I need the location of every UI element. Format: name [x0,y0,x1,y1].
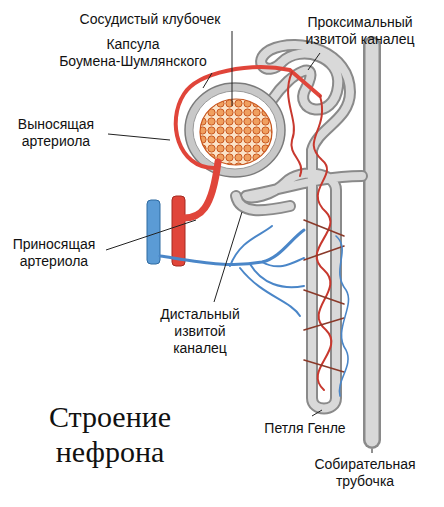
part-label: Приносящая артериола [2,236,106,270]
diagram-title: Строение нефрона [12,400,208,469]
part-label: Проксимальный извитой каналец [280,14,440,48]
part-label: Дистальный извитой каналец [150,306,250,356]
part-label: Выносящая артериола [6,116,106,150]
part-label: Сосудистый клубочек [50,11,250,28]
part-label: Капсула Боумена-Шумлянского [38,36,228,70]
part-label: Собирательная трубочка [290,456,440,490]
part-label: Петля Генле [250,420,360,437]
